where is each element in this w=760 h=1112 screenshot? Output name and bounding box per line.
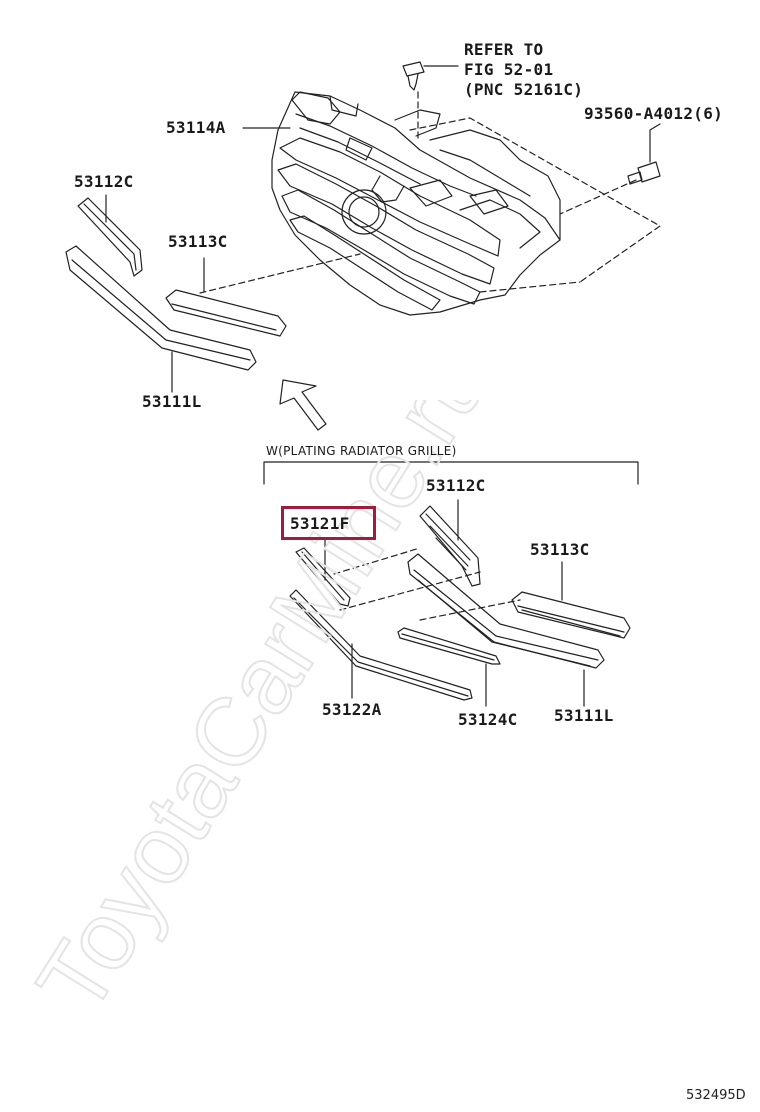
reference-lines-lower [333, 547, 521, 621]
variant-label-lower-molding[interactable]: 53111L [554, 706, 614, 725]
refer-note-line1: REFER TO [464, 40, 544, 59]
highlight-box [281, 506, 376, 540]
grille-body-drawing [271, 91, 561, 316]
part-label-grille-body[interactable]: 53114A [166, 118, 226, 137]
variant-label-strip-c[interactable]: 53124C [458, 710, 518, 729]
clip-drawing [402, 61, 459, 91]
variant-label-upper-molding[interactable]: 53112C [426, 476, 486, 495]
reference-lines-upper [199, 91, 661, 294]
refer-note-line3: (PNC 52161C) [464, 80, 584, 99]
variant-parts-drawing [289, 499, 631, 707]
direction-arrow [279, 379, 327, 431]
refer-note: REFER TO FIG 52-01 (PNC 52161C) [464, 40, 583, 100]
lower-molding-53111l-drawing [65, 245, 257, 393]
variant-label-side-molding[interactable]: 53113C [530, 540, 590, 559]
diagram-id: 532495D [686, 1088, 746, 1103]
part-label-side-molding[interactable]: 53113C [168, 232, 228, 251]
variant-bracket [263, 461, 639, 485]
variant-label-strip-a[interactable]: 53122A [322, 700, 382, 719]
part-label-bolt[interactable]: 93560-A4012(6) [584, 104, 724, 123]
part-label-lower-molding[interactable]: 53111L [142, 392, 202, 411]
variant-title: W(PLATING RADIATOR GRILLE) [266, 444, 457, 458]
upper-molding-53112c-drawing [77, 194, 143, 277]
refer-note-line2: FIG 52-01 [464, 60, 554, 79]
side-molding-53113c-drawing [165, 257, 287, 337]
bolt-drawing [627, 123, 661, 185]
variant-label-highlighted-part[interactable]: 53121F [290, 514, 350, 533]
part-label-upper-molding[interactable]: 53112C [74, 172, 134, 191]
